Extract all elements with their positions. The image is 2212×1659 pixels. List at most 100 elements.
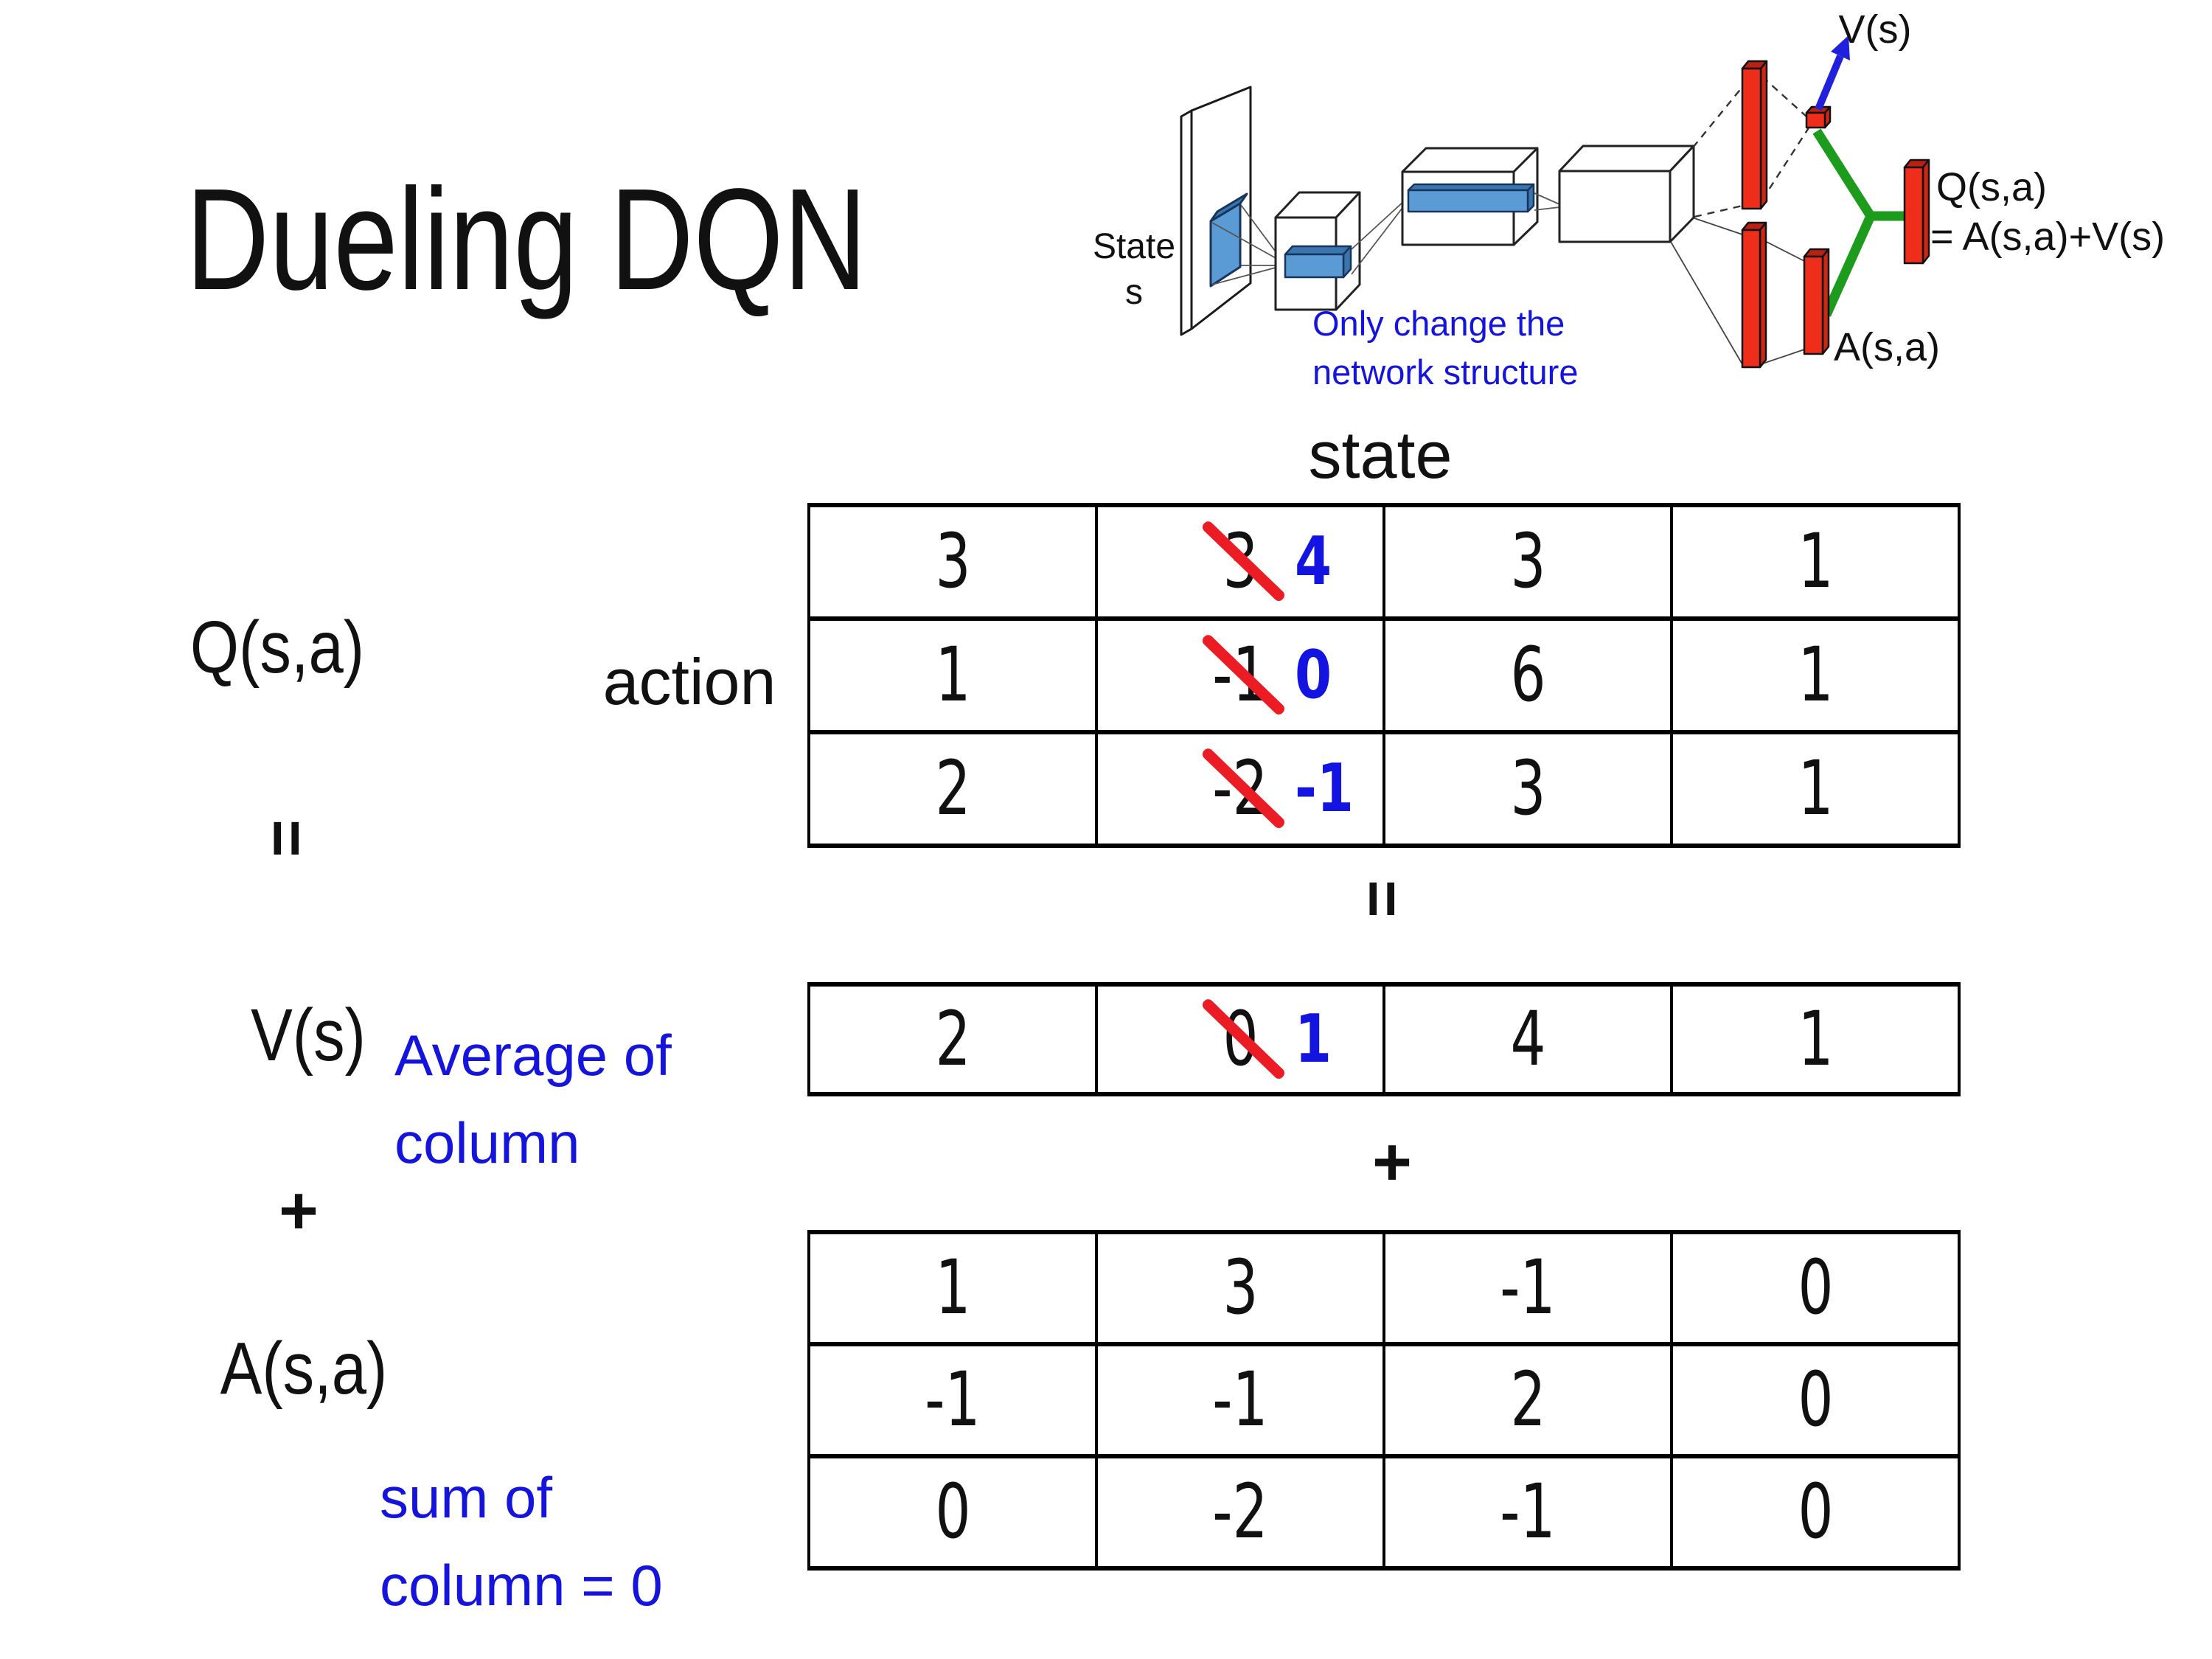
table-cell: 1 xyxy=(1670,503,1961,621)
cell-value: 1 xyxy=(1797,518,1834,605)
crossed-value-pair: -2 -1 xyxy=(1098,734,1382,844)
table-cell: 0 xyxy=(1670,1230,1961,1346)
cell-value: 0 xyxy=(934,1468,971,1556)
cell-value: 1 xyxy=(1797,631,1834,719)
cell-value: 0 xyxy=(1797,1356,1834,1444)
state-input-label-line2: s xyxy=(1125,273,1143,312)
solid-connector xyxy=(1670,241,1743,365)
state-input-label-line1: State xyxy=(1093,227,1175,266)
table-cell: -1 xyxy=(1382,1454,1673,1571)
value-arrow xyxy=(1815,35,1850,111)
advantage-output-bar xyxy=(1803,248,1830,355)
table-cell: 3 xyxy=(1095,1230,1385,1346)
crossed-value-pair: 3 4 xyxy=(1098,507,1382,616)
cell-value: 3 xyxy=(1509,518,1546,605)
action-row-header: action xyxy=(603,650,776,714)
table-cell: 0 1 xyxy=(1095,982,1385,1096)
old-value-wrap: 3 xyxy=(1200,519,1287,603)
advantage-table: 1 3 -1 0 -1 -1 2 0 0 -2 -1 0 xyxy=(807,1230,1961,1571)
conv-filter-front xyxy=(1209,202,1242,288)
box-front-face xyxy=(1558,170,1672,243)
table-cell: 1 xyxy=(1670,982,1961,1096)
input-plane-side xyxy=(1180,109,1193,336)
table-row: 2 0 1 4 1 xyxy=(807,982,1961,1096)
cell-value: 1 xyxy=(934,631,971,719)
cell-value: 2 xyxy=(1509,1356,1546,1444)
action-header-text: action xyxy=(602,645,776,718)
solid-connector xyxy=(1694,218,1743,235)
table-cell: 0 xyxy=(807,1454,1098,1571)
a-output-label: A(s,a) xyxy=(1834,325,1940,369)
crossed-value-pair: 0 1 xyxy=(1098,987,1382,1092)
plus-glyph: + xyxy=(279,1173,319,1248)
v-term-label: V(s) xyxy=(240,998,375,1072)
table-cell: -2 xyxy=(1095,1454,1385,1571)
bar-front xyxy=(1803,255,1824,355)
plus-glyph: + xyxy=(1372,1124,1412,1200)
bar-front xyxy=(1741,229,1761,369)
bar-front xyxy=(1805,111,1826,129)
table-row: 1 3 -1 0 xyxy=(807,1230,1961,1346)
cell-value: 3 xyxy=(934,518,971,605)
projection-line xyxy=(1534,192,1560,205)
table-row: 0 -2 -1 0 xyxy=(807,1454,1961,1571)
equals-glyph: = xyxy=(251,819,324,858)
advantage-stream-lines xyxy=(1670,218,1805,365)
projection-line xyxy=(1211,265,1284,285)
feature-map-bar-1 xyxy=(1284,245,1352,279)
table-row: 3 3 4 3 1 xyxy=(807,503,1961,621)
table-row: 2 -2 -1 3 1 xyxy=(807,730,1961,848)
table-row: 1 -1 0 6 1 xyxy=(807,616,1961,734)
projection-line xyxy=(1211,222,1284,263)
cell-value: -1 xyxy=(925,1356,981,1444)
projection-lines-2 xyxy=(1351,200,1405,275)
state-header-text: state xyxy=(1308,419,1453,493)
v-output-label: V(s) xyxy=(1839,7,1912,52)
fc-value-bar xyxy=(1741,60,1768,210)
q-term-text: Q(s,a) xyxy=(189,606,365,689)
note-text-line1: Only change the xyxy=(1312,304,1565,343)
slide-title: Dueling DQN xyxy=(186,164,1037,316)
table-cell: -1 xyxy=(1382,1230,1673,1346)
cell-value: 3 xyxy=(1222,1244,1259,1332)
cell-value: -1 xyxy=(1212,1356,1268,1444)
conv-layer-box-3 xyxy=(1558,145,1695,243)
value-arrow-head xyxy=(1831,35,1850,60)
table-row: -1 -1 2 0 xyxy=(807,1342,1961,1458)
dashed-connector xyxy=(1692,86,1743,148)
corrected-new-value: 0 xyxy=(1295,636,1332,714)
a-term-label: A(s,a) xyxy=(206,1332,403,1405)
q-term-label: Q(s,a) xyxy=(175,611,380,684)
table-cell: 3 4 xyxy=(1095,503,1385,621)
q-output-label-line2: = A(s,a)+V(s) xyxy=(1930,215,2165,259)
table-cell: 3 xyxy=(807,503,1098,621)
bar-bevel xyxy=(1284,245,1352,256)
table-cell: 2 xyxy=(807,982,1098,1096)
equals-left-icon: = xyxy=(251,806,324,871)
cell-value: -2 xyxy=(1212,1468,1268,1556)
projection-line xyxy=(1351,200,1405,250)
sum-note: sum of column = 0 xyxy=(380,1454,663,1630)
cell-value: 1 xyxy=(1797,745,1834,832)
cell-value: 6 xyxy=(1509,631,1546,719)
value-stream-dashed-lines xyxy=(1692,76,1811,218)
crossed-value-pair: -1 0 xyxy=(1098,621,1382,730)
table-cell: 6 xyxy=(1382,616,1673,734)
state-column-header: state xyxy=(1308,422,1452,489)
table-cell: -1 xyxy=(807,1342,1098,1458)
slide-title-text: Dueling DQN xyxy=(186,159,867,320)
plus-center-icon: + xyxy=(1372,1128,1412,1196)
table-cell: 3 xyxy=(1382,503,1673,621)
q-output-bar xyxy=(1903,159,1930,265)
network-architecture-diagram: State s V(s) Q(s,a) = A(s,a)+V(s) A(s,a)… xyxy=(1093,7,2165,392)
table-cell: -2 -1 xyxy=(1095,730,1385,848)
bar-front xyxy=(1407,189,1529,213)
old-value-wrap: -1 xyxy=(1200,633,1287,717)
projection-lines-3 xyxy=(1534,192,1560,211)
v-term-text: V(s) xyxy=(251,994,366,1077)
feature-map-bar-2 xyxy=(1407,183,1535,213)
combine-connector xyxy=(1812,128,1907,317)
cell-value: 1 xyxy=(934,1244,971,1332)
table-cell: 2 xyxy=(807,730,1098,848)
equals-center-icon: = xyxy=(1346,866,1419,931)
